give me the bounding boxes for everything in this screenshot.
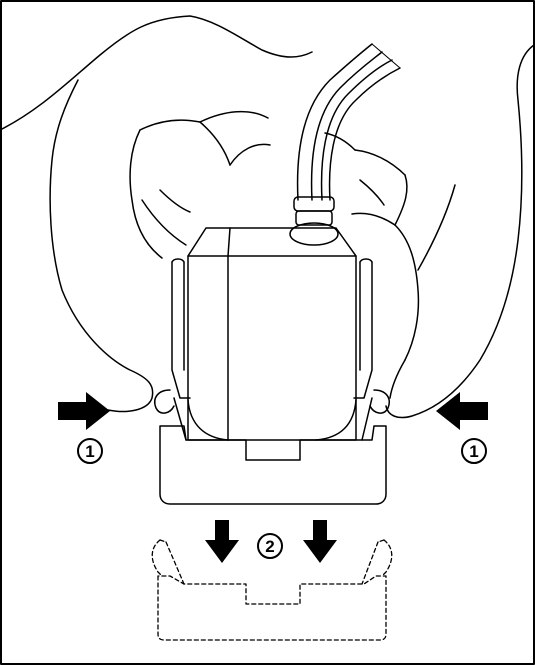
step-marker-left: 1: [77, 438, 103, 464]
step-marker-right: 1: [461, 438, 487, 464]
step-marker-center: 2: [257, 533, 283, 559]
push-arrow-right: [436, 392, 488, 430]
holder-clip-icon: [154, 258, 390, 505]
down-arrow-left: [205, 520, 239, 563]
connector-block-icon: [187, 227, 357, 441]
down-arrow-right: [303, 520, 337, 563]
step-number: 1: [85, 442, 94, 461]
tube-icon: [289, 43, 401, 246]
right-hand-icon: [324, 44, 535, 419]
left-hand-icon: [0, 15, 313, 413]
step-number: 2: [265, 537, 274, 556]
step-number: 1: [469, 442, 478, 461]
holder-final-position-outline: [151, 539, 393, 641]
push-arrow-left: [58, 392, 110, 430]
